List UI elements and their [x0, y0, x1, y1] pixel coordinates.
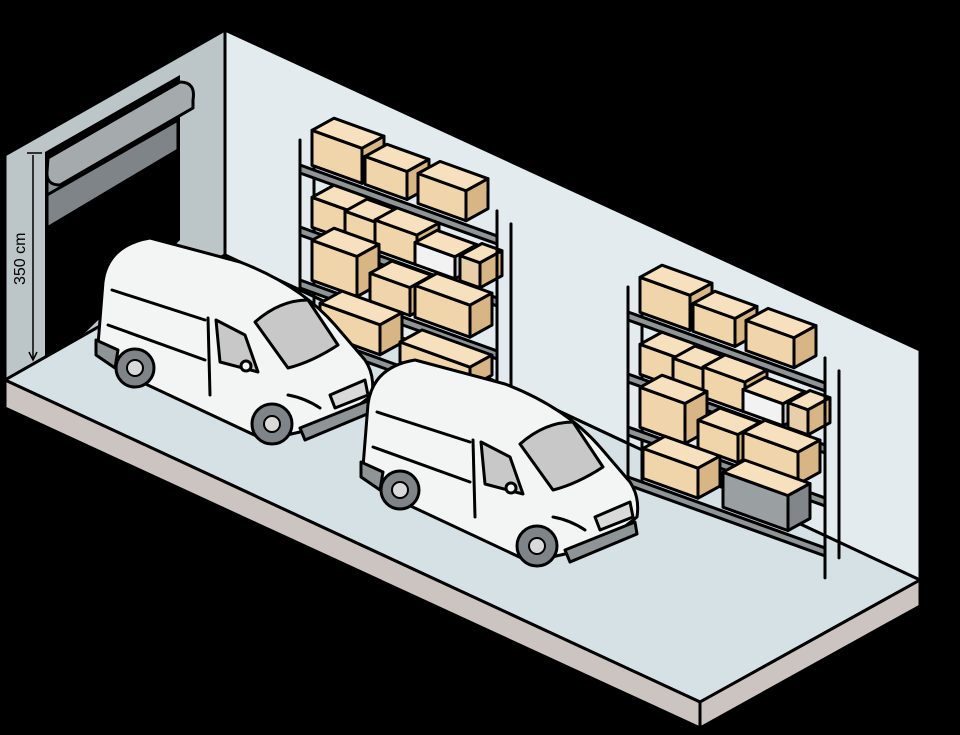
side-window — [214, 318, 260, 374]
body-crease — [110, 288, 207, 322]
body-crease — [375, 410, 472, 444]
headlight — [551, 515, 587, 532]
storage-box — [741, 418, 822, 486]
headlight — [286, 393, 322, 410]
storage-box — [318, 289, 404, 357]
storage-box — [744, 306, 818, 370]
side-window — [479, 440, 525, 496]
bumper — [563, 520, 639, 564]
van-2 — [359, 358, 640, 568]
side-mirror — [504, 481, 518, 495]
box-side — [696, 454, 722, 500]
grille — [593, 500, 635, 532]
wheel-rear — [379, 469, 421, 511]
door-line — [471, 438, 477, 519]
body-crease — [371, 445, 472, 484]
box-side — [792, 324, 818, 370]
roller-door — [45, 80, 195, 230]
box-side — [786, 482, 812, 533]
height-label: 350 cm — [12, 233, 29, 285]
windshield — [253, 298, 340, 370]
van-1 — [94, 236, 375, 446]
side-mirror — [239, 359, 253, 373]
wheel-rear — [114, 347, 156, 389]
storage-box — [416, 159, 490, 223]
storage-box — [721, 458, 812, 533]
windshield — [518, 420, 605, 492]
height-dimension: 350 cm — [12, 152, 42, 362]
door-line — [206, 316, 212, 397]
shelf-unit-right — [626, 263, 841, 580]
storage-box — [413, 271, 494, 339]
body-crease — [106, 323, 207, 362]
box-side — [464, 177, 490, 223]
box-side — [796, 438, 822, 486]
box-side — [378, 311, 404, 357]
box-side — [468, 291, 494, 339]
storage-box — [641, 434, 722, 500]
grille — [328, 378, 370, 410]
floor-edge-side — [698, 578, 922, 730]
wheel-front — [250, 402, 294, 446]
wheel-front — [515, 524, 559, 568]
